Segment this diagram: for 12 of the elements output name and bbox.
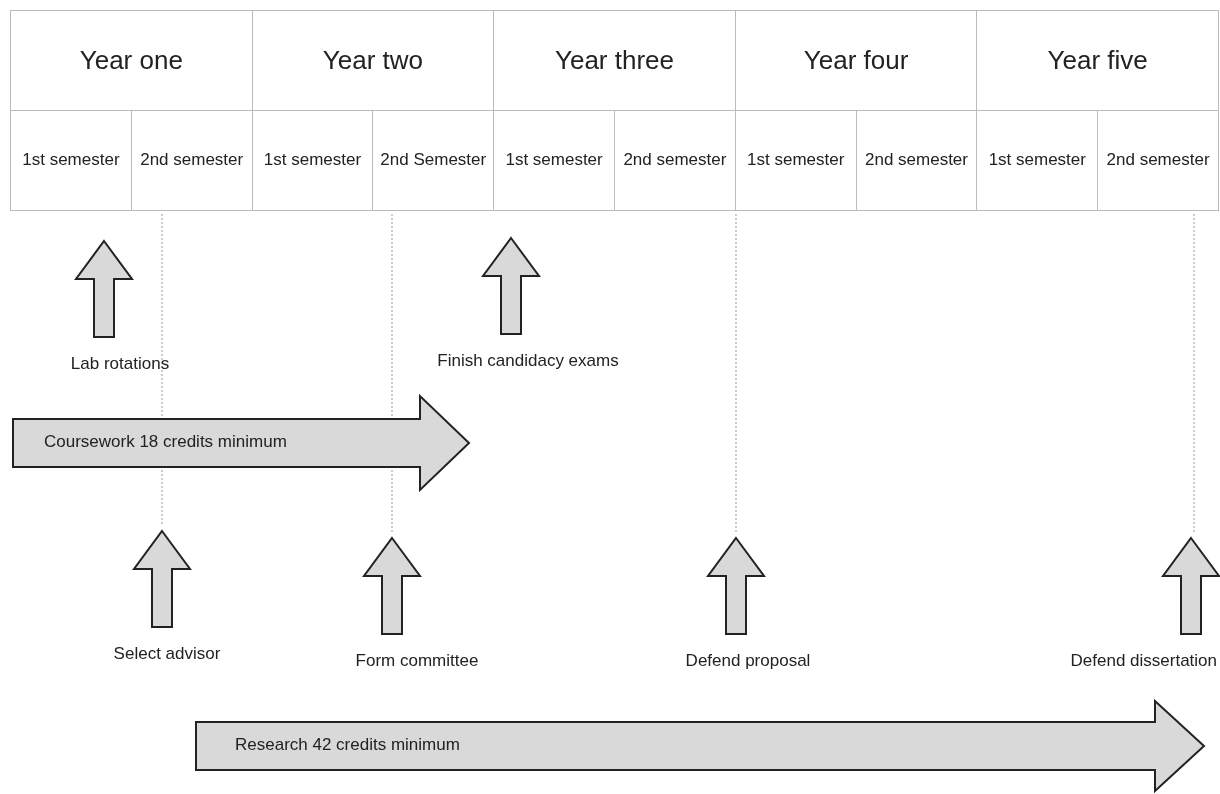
milestone-label: Finish candidacy exams [436,351,620,371]
year-header: Year five [976,10,1219,111]
semester-header: 2nd semester [1097,110,1219,211]
milestone-label: Defend proposal [684,651,812,671]
milestone-label: Form committee [354,651,480,671]
arrow-label: Coursework 18 credits minimum [44,432,287,452]
arrow-label: Research 42 credits minimum [235,735,460,755]
milestone-label: Select advisor [112,644,222,664]
year-header: Year one [10,10,253,111]
semester-header: 1st semester [10,110,132,211]
milestone-label: Lab rotations [69,354,171,374]
milestone-label: Defend dissertation [1069,651,1217,671]
